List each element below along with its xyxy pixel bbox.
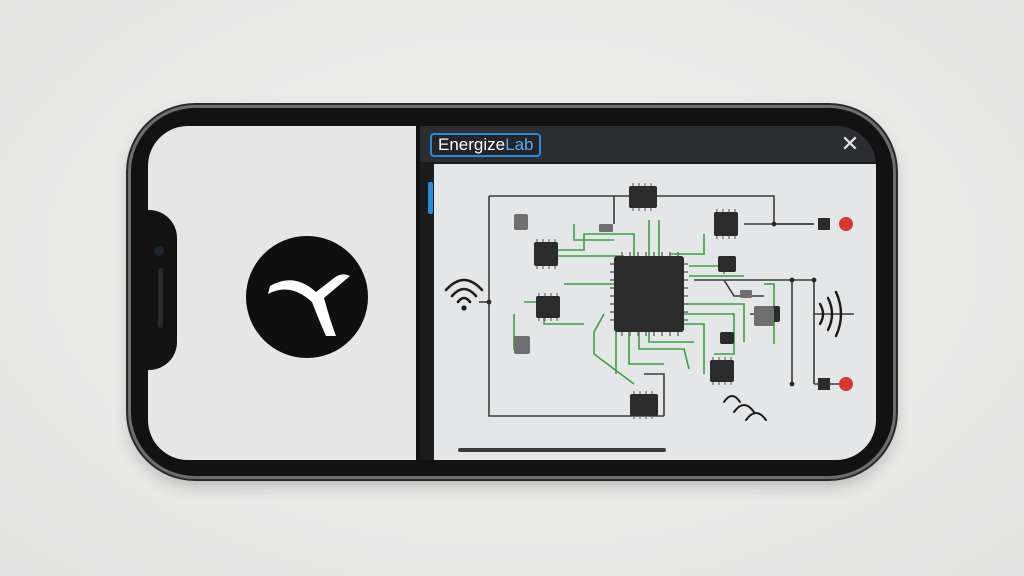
side-button-bottom-1 — [247, 477, 277, 481]
passive-components — [514, 214, 774, 354]
circuit-diagram — [444, 183, 854, 421]
wifi-icon — [444, 278, 484, 311]
front-camera — [154, 246, 164, 256]
app-logo-glyph — [268, 274, 350, 336]
volume-button-top — [336, 103, 428, 107]
side-button-bottom-3 — [392, 477, 462, 481]
brand-name-part2: Lab — [505, 135, 534, 154]
app-logo-icon[interactable] — [246, 236, 368, 358]
close-icon[interactable]: ✕ — [840, 131, 860, 156]
signal-waves-icon — [818, 290, 843, 338]
main-microcontroller — [610, 252, 688, 336]
side-button-bottom-2 — [310, 477, 380, 481]
circuit-canvas[interactable] — [434, 164, 876, 460]
dark-traces — [479, 195, 854, 417]
chip-pins — [536, 183, 736, 419]
earpiece-speaker — [158, 268, 163, 328]
junction-dots — [486, 221, 817, 387]
green-traces — [513, 220, 775, 385]
antenna-icon — [723, 395, 767, 421]
led-indicator-bottom — [839, 377, 853, 391]
brand-name-part1: Energize — [438, 135, 506, 154]
led-indicator-top — [839, 217, 853, 231]
split-view-divider[interactable] — [416, 124, 420, 462]
phone-notch — [131, 210, 177, 370]
home-indicator[interactable] — [458, 448, 666, 452]
diode-components — [818, 218, 830, 390]
side-panel-tab[interactable] — [428, 182, 433, 214]
